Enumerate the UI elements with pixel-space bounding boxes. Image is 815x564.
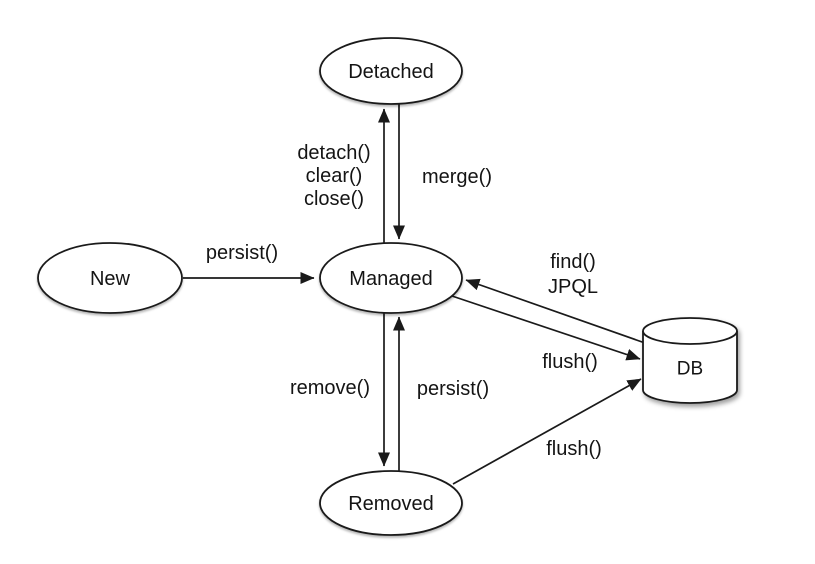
edge-label-merge: merge() — [422, 166, 492, 188]
node-removed-label: Removed — [348, 493, 434, 515]
node-managed-label: Managed — [349, 268, 432, 290]
node-new: New — [37, 242, 183, 314]
node-db: DB — [642, 317, 738, 404]
edge-label-find: find() — [550, 251, 596, 273]
edge-label-flush-removed: flush() — [546, 438, 602, 460]
node-new-shape — [37, 242, 183, 314]
edge-label-close: close() — [304, 188, 364, 210]
node-detached-label: Detached — [348, 61, 434, 83]
edges-layer: persist() detach() clear() close() merge… — [183, 101, 646, 485]
edge-label-persist-new: persist() — [206, 242, 278, 264]
edge-label-persist-removed: persist() — [417, 378, 489, 400]
edge-label-jpql: JPQL — [548, 276, 598, 298]
node-managed-shape — [319, 242, 463, 314]
edge-label-flush-managed: flush() — [542, 351, 598, 373]
database-cylinder-body — [642, 331, 738, 404]
edge-db-to-managed — [465, 278, 646, 344]
node-db-label: DB — [677, 359, 703, 380]
edge-managed-to-db — [451, 295, 641, 361]
node-managed: Managed — [319, 242, 463, 314]
node-new-label: New — [90, 268, 131, 290]
database-cylinder-top — [642, 317, 738, 345]
node-removed: Removed — [319, 470, 463, 536]
edge-removed-to-db — [452, 378, 642, 485]
node-detached: Detached — [319, 37, 463, 105]
edge-label-detach: detach() — [297, 142, 370, 164]
edge-label-clear: clear() — [306, 165, 363, 187]
node-detached-shape — [319, 37, 463, 105]
node-removed-shape — [319, 470, 463, 536]
nodes-layer: New Detached Managed Removed DB — [37, 37, 738, 536]
edge-label-remove: remove() — [290, 377, 370, 399]
